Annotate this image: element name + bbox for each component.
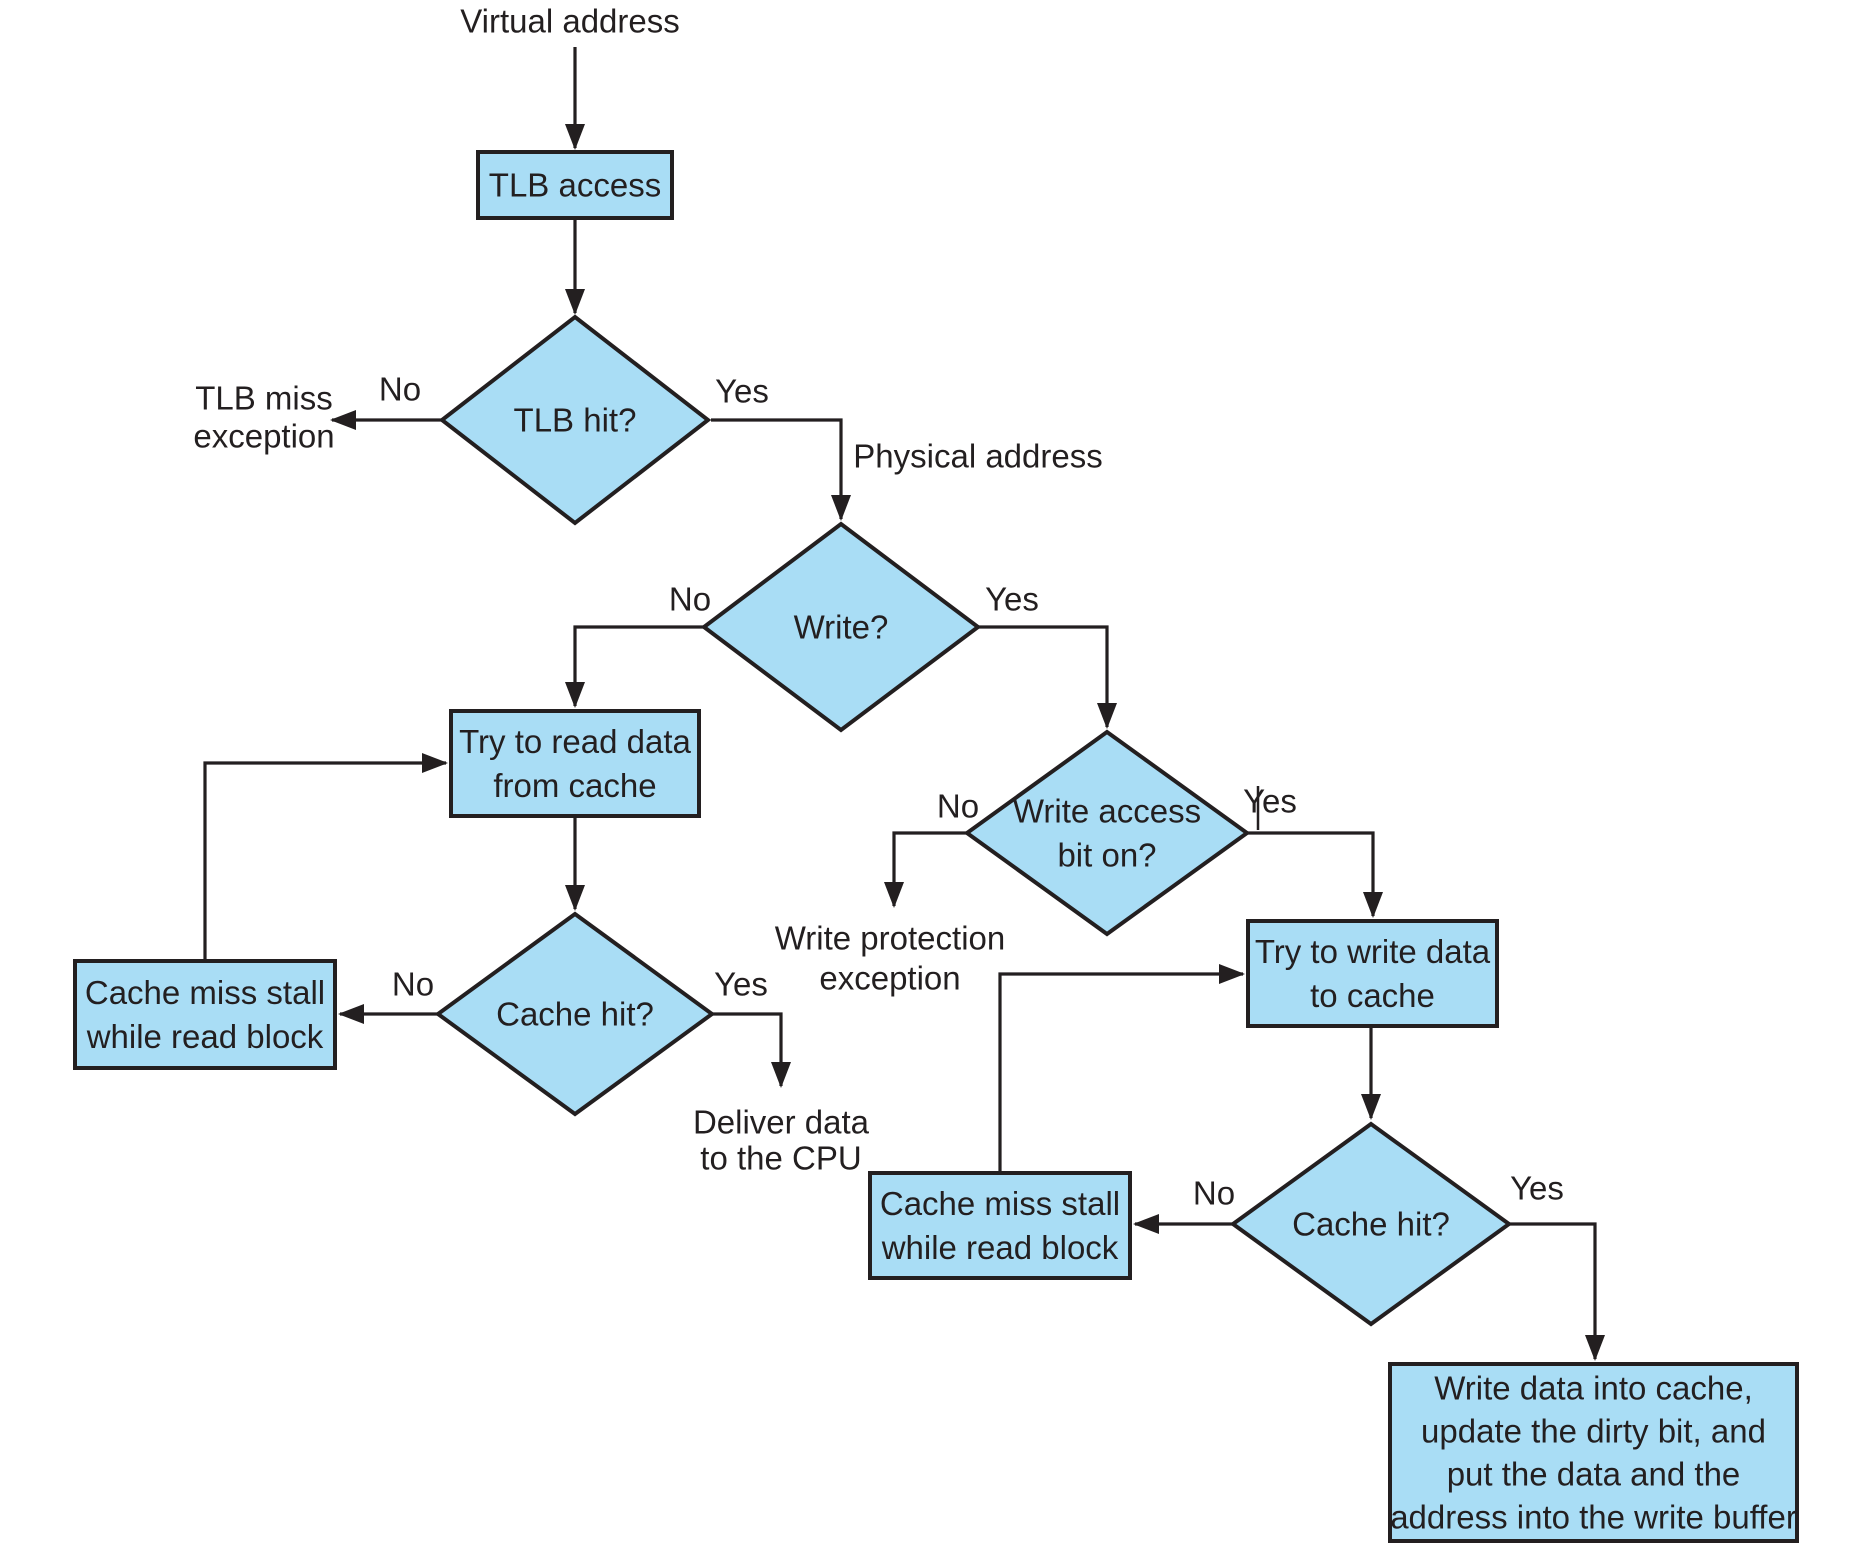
try-write-text-line: to cache xyxy=(1310,977,1435,1014)
edge-write-miss-loop xyxy=(998,964,1245,1173)
edge-write-access-yes xyxy=(1247,831,1383,918)
deliver-data-text-line: Deliver data xyxy=(693,1104,870,1141)
tlb-hit-yes-label-text-line: Yes xyxy=(715,373,769,410)
try-read-text-line: Try to read data xyxy=(459,723,691,760)
write-access-bit-text-line: bit on? xyxy=(1057,837,1156,874)
write-protection-exception-text-line: exception xyxy=(819,960,960,997)
physical-address-text-line: Physical address xyxy=(853,438,1102,475)
write-protection-exception-text-line: Write protection xyxy=(775,920,1005,957)
tlb-access-text-line: TLB access xyxy=(489,167,661,204)
tlb-hit-no-label-text-line: No xyxy=(379,371,421,408)
edge-write-access-no xyxy=(884,831,967,908)
virtual-address-text-line: Virtual address xyxy=(460,3,680,40)
cache-hit-write-diamond xyxy=(1229,1121,1513,1327)
write-buffer-text-line: Write data into cache, xyxy=(1434,1370,1753,1407)
write-buffer-text-line: update the dirty bit, and xyxy=(1421,1413,1766,1450)
write-buffer-box xyxy=(1388,1362,1799,1543)
cache-hit-read-yes-label-text-line: Yes xyxy=(714,966,768,1003)
write-question-diamond xyxy=(700,521,982,733)
cache-hit-write-no-label-text-line: No xyxy=(1193,1175,1235,1212)
try-write-box xyxy=(1246,919,1499,1028)
edge-cache-hit-write-yes xyxy=(1509,1222,1605,1361)
cache-hit-read-no-label-text-line: No xyxy=(392,966,434,1003)
cache-miss-write-text-line: while read block xyxy=(881,1229,1119,1266)
edge-cache-hit-read-yes xyxy=(712,1012,791,1088)
write-access-no-label-text-line: No xyxy=(937,788,979,825)
cache-hit-read-diamond xyxy=(434,911,716,1117)
tlb-hit-diamond xyxy=(438,314,712,526)
cache-miss-read-box xyxy=(73,959,337,1070)
edge-write-no xyxy=(565,625,704,708)
edge-tlb-hit-yes xyxy=(711,418,851,521)
try-read-box xyxy=(449,709,701,818)
write-no-label-text-line: No xyxy=(669,581,711,618)
cache-hit-read-text-line: Cache hit? xyxy=(496,996,654,1033)
deliver-data-text-line: to the CPU xyxy=(700,1140,861,1177)
cache-miss-read-text-line: Cache miss stall xyxy=(85,974,325,1011)
write-yes-label-text-line: Yes xyxy=(985,581,1039,618)
tlb-miss-exception-text-line: TLB miss xyxy=(195,380,333,417)
tlb-miss-exception-text-line: exception xyxy=(193,418,334,455)
cache-hit-write-yes-label-text-line: Yes xyxy=(1510,1170,1564,1207)
write-access-bit-text-line: Write access xyxy=(1013,793,1201,830)
write-buffer-text-line: address into the write buffer xyxy=(1390,1499,1797,1536)
tlb-access-box xyxy=(476,150,674,220)
write-buffer-text-line: put the data and the xyxy=(1447,1456,1741,1493)
write-access-yes-label-text-line: Yes xyxy=(1243,783,1297,820)
write-access-bit-diamond xyxy=(963,729,1251,937)
write-question-text-line: Write? xyxy=(794,609,889,646)
cache-miss-write-text-line: Cache miss stall xyxy=(880,1185,1120,1222)
try-write-text-line: Try to write data xyxy=(1255,933,1491,970)
cache-miss-read-text-line: while read block xyxy=(86,1018,324,1055)
edge-read-miss-loop xyxy=(203,753,448,961)
cache-hit-write-text-line: Cache hit? xyxy=(1292,1206,1450,1243)
tlb-hit-text-line: TLB hit? xyxy=(514,402,637,439)
cache-miss-write-box xyxy=(868,1171,1132,1280)
try-read-text-line: from cache xyxy=(493,767,656,804)
edge-write-yes xyxy=(978,625,1117,729)
